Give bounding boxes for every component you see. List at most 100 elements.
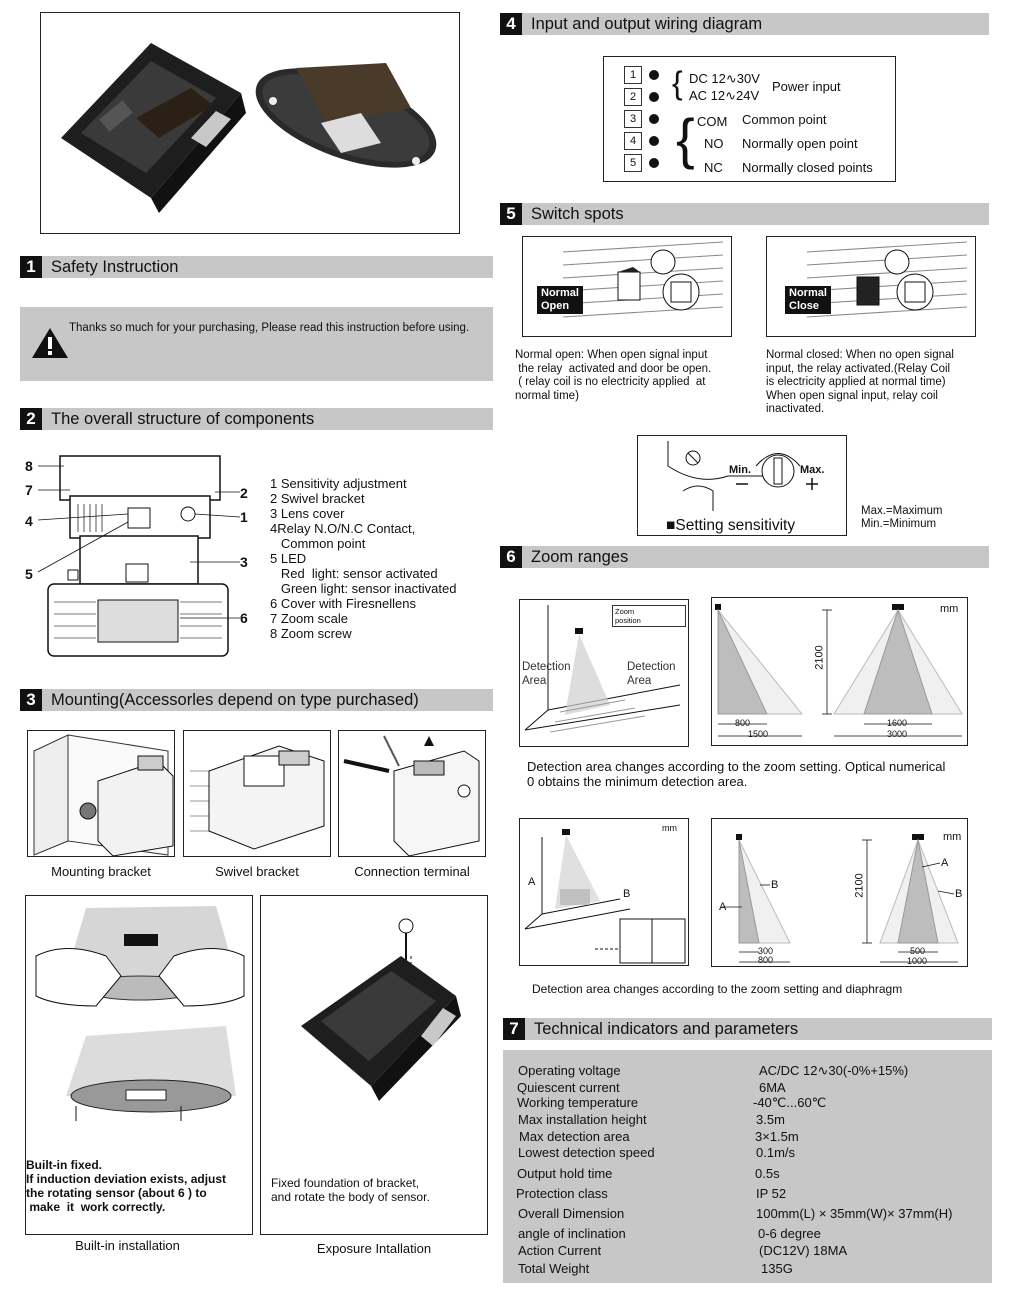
spec-key: Total Weight (518, 1261, 590, 1276)
width-label: 800 (735, 718, 751, 728)
desc-line: input, the relay activated.(Relay Coil (766, 362, 951, 375)
connection-terminal-caption: Connection terminal (354, 864, 470, 879)
terminal-1: 1 (624, 66, 642, 84)
section-title: Safety Instruction (51, 257, 179, 276)
callout-6: 6 (240, 610, 248, 626)
section-number: 2 (20, 408, 42, 430)
callout-3: 3 (240, 554, 248, 570)
label-line: Detection (522, 661, 571, 673)
terminal-4: 4 (624, 132, 642, 150)
normal-open-description: Normal open: When open signal input the … (515, 349, 711, 403)
desc-line: ( relay coil is no electricity applied a… (515, 376, 706, 388)
component-item: Green light: sensor inactivated (270, 581, 457, 596)
height-label: 2100 (853, 873, 866, 898)
spec-value: 135G (761, 1261, 793, 1276)
exposure-installation-panel: Fixed foundation of bracket, and rotate … (260, 895, 488, 1235)
component-item: 3 Lens cover (270, 506, 345, 521)
section-number: 3 (20, 689, 42, 711)
desc-line: inactivated. (766, 403, 825, 415)
ac-voltage: AC 12∿24V (689, 88, 760, 103)
section-number: 6 (500, 546, 522, 568)
width-label: 500 (910, 946, 926, 956)
spec-key: Overall Dimension (518, 1206, 625, 1221)
exposure-installation-caption: Exposure Intallation (316, 1241, 432, 1256)
builtin-installation-panel: Built-in fixed. If induction deviation e… (25, 895, 253, 1235)
spec-key: angle of inclination (518, 1226, 626, 1241)
mm-unit: mm (662, 823, 677, 833)
mm-unit: mm (943, 831, 962, 843)
component-item: 2 Swivel bracket (270, 491, 365, 506)
width-label: 1600 (887, 718, 908, 728)
label-b: B (623, 888, 631, 900)
spec-value: 0.5s (755, 1166, 780, 1181)
spec-value: 100mm(L) × 35mm(W)× 37mm(H) (756, 1206, 953, 1221)
zoom-range-chart-2: mm 2100 A B A B 300 800 500 1000 (711, 818, 968, 967)
height-label: 2100 (813, 645, 826, 670)
spec-key: Output hold time (517, 1166, 613, 1181)
section-1-header: 1 Safety Instruction (20, 256, 493, 278)
zoom-position-box: Zoom position (612, 605, 686, 627)
label-a: A (528, 876, 536, 888)
section-title: Mounting(Accessorles depend on type purc… (51, 690, 419, 709)
mm-unit: mm (940, 603, 959, 615)
detection-area-right: Detection Area (627, 661, 676, 688)
no-label: NO (704, 136, 724, 151)
builtin-note-line: the rotating sensor (about 6 ) to (26, 1186, 207, 1200)
terminal-5: 5 (624, 154, 642, 172)
nc-desc: Normally closed points (742, 160, 873, 175)
mounting-bracket-image (27, 730, 175, 857)
zoom-range-chart-1: mm 2100 800 1500 1600 3000 (711, 597, 968, 746)
spec-value: (DC12V) 18MA (759, 1243, 848, 1258)
min-label: Min. (729, 464, 751, 476)
spec-key: Working temperature (517, 1095, 639, 1110)
builtin-note-line: make it work correctly. (26, 1200, 166, 1214)
callout-8: 8 (25, 458, 33, 474)
note-line: 0 obtains the minimum detection area. (527, 774, 748, 789)
component-item: 7 Zoom scale (270, 611, 349, 626)
power-input-label: Power input (772, 79, 841, 94)
label-a: A (719, 901, 727, 913)
section-title: Input and output wiring diagram (531, 14, 763, 33)
swivel-bracket-image (183, 730, 331, 857)
normal-close-diagram: Normal Close (766, 236, 976, 337)
product-photo (61, 43, 437, 213)
component-item: 5 LED (270, 551, 307, 566)
label-line: Detection (627, 661, 676, 673)
tag-line: Normal (789, 287, 827, 299)
width-label: 1500 (748, 729, 769, 739)
section-number: 4 (500, 13, 522, 35)
label-line: Area (627, 674, 652, 687)
section-3-header: 3 Mounting(Accessorles depend on type pu… (20, 689, 493, 711)
zoom-position-line: position (615, 616, 641, 625)
section-5-header: 5 Switch spots (500, 203, 989, 225)
com-label: COM (697, 114, 728, 129)
no-desc: Normally open point (742, 136, 858, 151)
diaphragm-diagram: mm A B (519, 818, 689, 966)
terminal-dot (649, 70, 659, 80)
setting-sensitivity-label: ■Setting sensitivity (666, 517, 796, 534)
builtin-note-line: Built-in fixed. (26, 1158, 102, 1172)
zoom-note-1: Detection area changes according to the … (527, 759, 945, 789)
spec-value: 6MA (759, 1080, 786, 1095)
specs-panel: Operating voltage AC/DC 12∿30(-0%+15%) Q… (503, 1050, 992, 1283)
desc-line: Normal closed: When no open signal (766, 349, 954, 361)
callout-7: 7 (25, 482, 33, 498)
builtin-illustration (35, 906, 245, 1121)
component-list: 1 Sensitivity adjustment 2 Swivel bracke… (270, 476, 456, 641)
builtin-note-line: If induction deviation exists, adjust (26, 1172, 227, 1186)
terminal-dot (649, 92, 659, 102)
width-label: 300 (758, 946, 774, 956)
terminal-3: 3 (624, 110, 642, 128)
note-line: Detection area changes according to the … (527, 759, 946, 774)
brace-2: { (676, 107, 695, 170)
spec-key: Max installation height (518, 1112, 647, 1127)
exposure-note-line: Fixed foundation of bracket, (271, 1176, 420, 1190)
tag-line: Normal (541, 287, 579, 299)
component-item: 1 Sensitivity adjustment (270, 476, 407, 491)
desc-line: Normal open: When open signal input (515, 349, 708, 361)
section-6-header: 6 Zoom ranges (500, 546, 989, 568)
section-4-header: 4 Input and output wiring diagram (500, 13, 989, 35)
normal-open-tag: Normal Open (537, 286, 583, 314)
section-number: 5 (500, 203, 522, 225)
builtin-installation-caption: Built-in installation (75, 1238, 180, 1253)
